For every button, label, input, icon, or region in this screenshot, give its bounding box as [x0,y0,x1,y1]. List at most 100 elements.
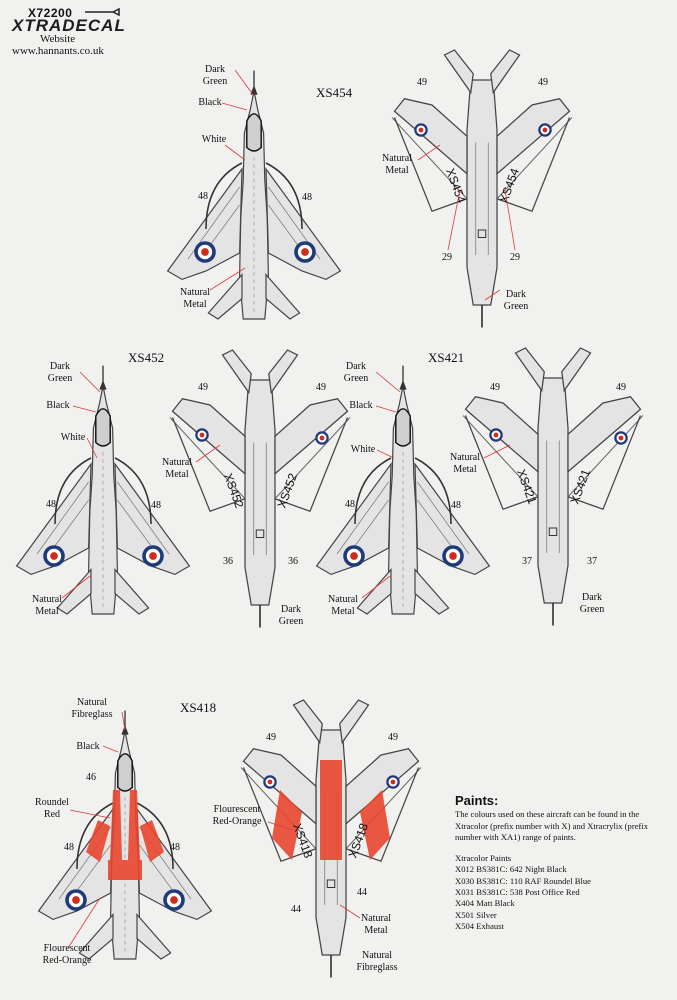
label-xs452-49-right: 49 [316,382,326,393]
leader-line [69,809,111,819]
label-xs421-48-left: 48 [345,499,355,510]
brand-logo: XTRADECAL [12,16,126,35]
leader-line [67,897,101,949]
label-xs418-44-right: 44 [357,887,367,898]
leader-line [79,371,101,393]
label-xs454-black: Black [198,97,222,108]
label-xs421-tail-dark-green: Dark Green [579,592,605,615]
label-xs421-48-right: 48 [451,500,461,511]
paint-item: X504 Exhaust [455,920,504,931]
label-xs418-black: Black [76,741,100,752]
roundel-icon [414,123,428,137]
paints-heading: Paints: [455,793,499,808]
label-xs421-bottom-natural-metal: Natural Metal [450,452,480,475]
label-xs454-bottom-natural-metal: Natural Metal [382,153,412,176]
roundel-icon [294,241,316,263]
label-xs452-49-left: 49 [198,382,208,393]
paint-item: X012 BS381C: 642 Night Black [455,864,567,875]
roundel-icon [386,775,400,789]
label-xs454-29-right: 29 [510,252,520,263]
roundel-icon [614,431,628,445]
leader-line [61,575,91,599]
label-xs452-tail-dark-green: Dark Green [278,604,304,627]
roundel-icon [315,431,329,445]
label-xs421-white: White [350,444,376,455]
roundel-icon [142,545,164,567]
roundel-icon [538,123,552,137]
flourescent-wing-stripe [272,790,302,860]
label-xs452-48-right: 48 [151,500,161,511]
label-xs454-49-right: 49 [538,77,548,88]
label-xs418-natural-fibreglass: Natural Fibreglass [71,697,113,720]
xs454-top-view [166,69,342,320]
leader-line [504,189,516,251]
paints-section: Paints: The colours used on these aircra… [455,793,670,932]
leader-line [221,102,248,111]
roundel-icon [489,428,503,442]
leader-line [224,144,246,161]
label-xs454-49-left: 49 [417,77,427,88]
leader-line [209,267,246,291]
paint-item: X501 Silver [455,909,497,920]
label-xs418-46: 46 [86,772,96,783]
leader-line [121,711,126,731]
leader-line [483,444,511,459]
leader-line [484,289,501,301]
label-xs454-dark-green: Dark Green [202,64,228,87]
roundel-icon [442,545,464,567]
paints-intro: The colours used on these aircraft can b… [455,809,649,842]
roundel-icon [195,428,209,442]
flourescent-fuselage-stripe [320,760,342,860]
label-xs421-black: Black [349,400,373,411]
label-xs454-tail-dark-green: Dark Green [503,289,529,312]
xs452-wing-serial-left: XS452 [221,471,247,510]
label-xs452-natural-metal: Natural Metal [32,594,62,617]
label-xs452-36-left: 36 [223,556,233,567]
roundel-icon [43,545,65,567]
label-xs418-bottom-natural-metal: Natural Metal [361,913,391,936]
serial-xs418: XS418 [180,700,217,715]
paints-list-title: Xtracolor Paints [455,853,512,864]
xs421-wing-serial-right: XS421 [568,467,594,506]
label-xs418-bottom-flourescent: Flourescent Red-Orange [212,804,262,827]
brand-url: www.hannants.co.uk [12,45,104,57]
label-xs454-48-right: 48 [302,192,312,203]
leader-line [447,189,461,251]
paint-item: X031 BS381C: 538 Post Office Red [455,887,580,898]
label-xs452-dark-green: Dark Green [47,361,73,384]
label-xs418-48-left: 48 [64,842,74,853]
xs454-wing-serial-right: XS454 [497,166,523,205]
flourescent-stripe [110,790,122,860]
label-xs418-48-right: 48 [170,842,180,853]
label-xs452-bottom-natural-metal: Natural Metal [162,457,192,480]
leader-line [102,745,119,753]
paint-item: X030 BS381C: 110 RAF Roundel Blue [455,875,592,886]
label-xs454-48-left: 48 [198,191,208,202]
flourescent-band [108,860,142,880]
label-xs421-49-right: 49 [616,382,626,393]
label-xs418-roundel-red: Roundel Red [35,797,69,820]
label-xs421-49-left: 49 [490,382,500,393]
label-xs454-29-left: 29 [442,252,452,263]
roundel-icon [343,545,365,567]
leader-line [375,405,397,413]
paints-list: X012 BS381C: 642 Night Black X030 BS381C… [455,864,670,932]
flourescent-wing-stripe [360,790,390,860]
label-xs418-44-left: 44 [291,904,301,915]
label-xs454-white: White [201,134,227,145]
xs421-wing-serial-left: XS421 [514,467,540,506]
leader-line [417,144,441,161]
leader-line [72,405,97,413]
label-xs452-white: White [60,432,86,443]
leader-line [267,821,293,831]
label-xs418-tail-fibreglass: Natural Fibreglass [356,950,398,973]
roundel-icon [65,889,87,911]
roundel-icon [263,775,277,789]
leader-line [361,575,391,599]
xs418-top-view [37,709,213,960]
label-xs421-37-left: 37 [522,556,532,567]
product-code: X72200 [28,6,73,20]
label-xs454-natural-metal: Natural Metal [180,287,210,310]
label-xs421-natural-metal: Natural Metal [328,594,358,617]
